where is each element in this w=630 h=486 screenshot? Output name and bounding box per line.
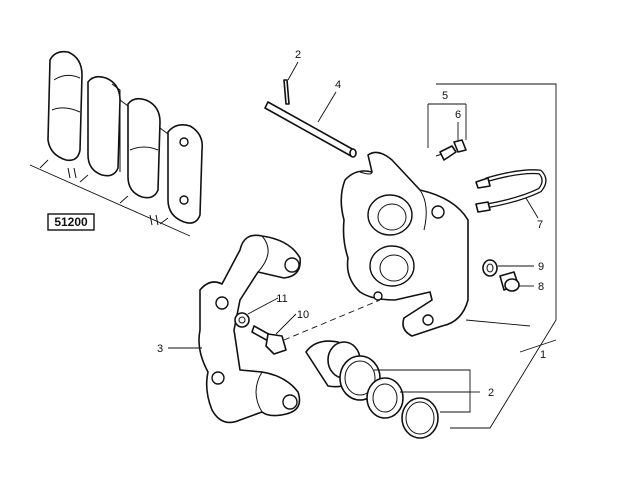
part-number-box: 51200 [47,213,95,231]
leader-lines [168,61,557,429]
callout-1: 1 [540,349,546,361]
brake-pipe [475,169,547,213]
callout-6: 6 [455,109,461,121]
brake-pad-3 [127,97,161,199]
callout-7: 7 [537,219,543,231]
bleeder-screw [435,145,457,161]
brake-pad-4 [167,124,204,224]
callout-10: 10 [297,309,309,321]
banjo-washer [482,259,498,277]
callout-3: 3 [157,343,163,355]
callout-11: 11 [276,293,287,305]
callout-5: 5 [442,90,448,102]
banjo-bolt [499,271,520,292]
brake-pad-1 [47,50,83,162]
callout-4: 4 [335,79,341,91]
caliper-body [340,151,469,337]
part-number-label: 51200 [54,215,88,229]
bleeder-cap [453,139,467,153]
callout-2-seals: 2 [488,387,494,399]
guide-pin [264,79,357,158]
retaining-ring [401,397,439,439]
brake-pads-group [29,50,204,237]
callout-2-pin: 2 [295,49,301,61]
bracket-bolt [251,325,287,355]
callout-labels: 2 4 5 6 7 9 8 1 3 11 10 2 [157,49,546,399]
dust-boot [366,377,404,419]
callout-8: 8 [538,281,544,293]
callout-9: 9 [538,261,544,273]
caliper-bracket [198,234,301,424]
bracket-washer [234,312,250,328]
brake-pad-2 [87,75,121,177]
